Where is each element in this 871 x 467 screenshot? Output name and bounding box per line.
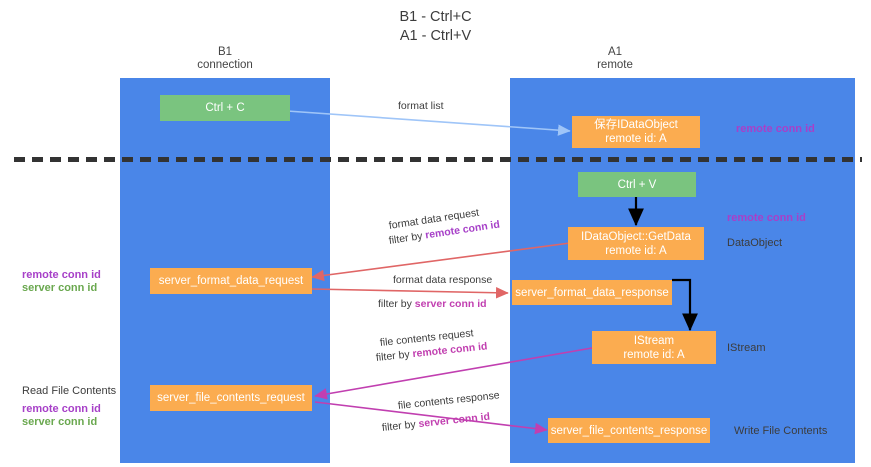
node-server-file-contents-request[interactable]: server_file_contents_request	[150, 385, 312, 411]
node-server-format-data-request[interactable]: server_format_data_request	[150, 268, 312, 294]
filter-prefix: filter by	[388, 229, 427, 247]
column-header-a1: A1 remote	[597, 46, 633, 71]
node-ctrl-v[interactable]: Ctrl + V	[578, 172, 696, 197]
node-server-format-data-response[interactable]: server_format_data_response	[512, 280, 672, 305]
column-header-b1: B1 connection	[197, 46, 253, 71]
edge-label-format-list: format list	[398, 100, 444, 112]
node-remote-dataobject[interactable]: 保存IDataObject remote id: A	[572, 116, 700, 148]
annotation-dataobject: DataObject	[727, 237, 783, 249]
annotation-left-remote-conn-id-mid: remote conn id	[22, 269, 101, 281]
filter-prefix: filter by	[378, 298, 415, 310]
filter-key-server-conn-id: server conn id	[417, 410, 491, 431]
annotation-remote-conn-id-mid: remote conn id	[727, 212, 806, 224]
node-idataobject-getdata[interactable]: IDataObject::GetData remote id: A	[568, 227, 704, 260]
node-istream[interactable]: IStream remote id: A	[592, 331, 716, 364]
edge-format-data-response	[311, 286, 509, 299]
annotation-left-remote-conn-id-bottom: remote conn id	[22, 403, 101, 415]
edge-label-file-contents-response-filter: filter by server conn id	[381, 410, 491, 436]
node-ctrl-c[interactable]: Ctrl + C	[160, 95, 290, 121]
edge-label-format-data-response: format data response	[393, 274, 493, 286]
annotation-istream: IStream	[727, 342, 766, 354]
annotation-left-server-conn-id-bottom: server conn id	[22, 416, 98, 428]
edge-label-format-data-response-filter: filter by server conn id	[378, 297, 487, 312]
annotation-remote-conn-id-top: remote conn id	[736, 123, 815, 135]
node-server-file-contents-response[interactable]: server_file_contents_response	[548, 418, 710, 443]
filter-key-server-conn-id: server conn id	[414, 298, 487, 310]
filter-prefix: filter by	[381, 418, 420, 434]
phase-divider	[14, 157, 862, 162]
annotation-write-file-contents: Write File Contents	[734, 425, 828, 437]
annotation-left-server-conn-id-mid: server conn id	[22, 282, 98, 294]
annotation-read-file-contents: Read File Contents	[22, 385, 117, 397]
diagram-title: B1 - Ctrl+C A1 - Ctrl+V	[399, 9, 472, 44]
filter-prefix: filter by	[375, 348, 414, 364]
